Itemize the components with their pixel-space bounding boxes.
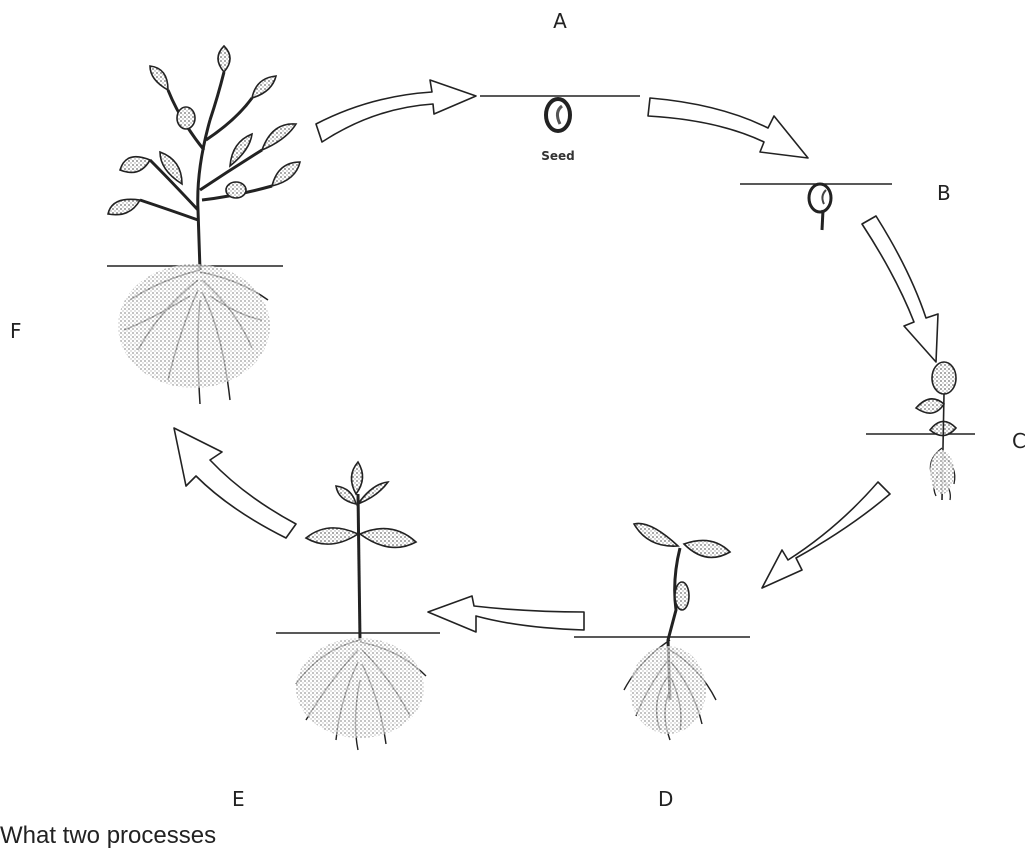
question-text: What two processes xyxy=(0,822,216,850)
arrow-b-to-c xyxy=(862,216,938,362)
label-e: E xyxy=(232,787,245,811)
seed-label: Seed xyxy=(541,149,575,163)
arrow-e-to-f xyxy=(174,428,296,538)
germinating-seed-illustration xyxy=(809,184,831,230)
mature-plant-illustration xyxy=(108,46,300,404)
label-d: D xyxy=(658,787,673,811)
label-f: F xyxy=(10,319,22,343)
arrow-d-to-e xyxy=(428,596,584,632)
label-c: C xyxy=(1012,429,1026,453)
seed-illustration xyxy=(546,99,570,131)
arrow-a-to-b xyxy=(648,98,808,158)
seedling-illustration xyxy=(624,523,730,740)
sprout-illustration xyxy=(916,362,956,500)
arrow-f-to-a xyxy=(316,80,476,142)
label-a: A xyxy=(553,9,567,33)
arrow-c-to-d xyxy=(762,482,890,588)
young-plant-illustration xyxy=(296,462,426,750)
label-b: B xyxy=(937,181,951,205)
